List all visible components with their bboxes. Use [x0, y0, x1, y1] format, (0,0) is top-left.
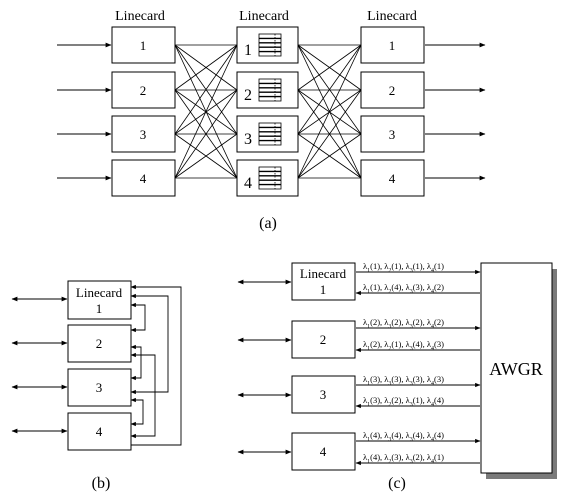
diagram-b: Linecard 1 2 3 4 (b) — [11, 280, 182, 492]
mesh-link — [174, 89, 238, 179]
linecard-label: 1 — [96, 301, 103, 316]
downlink-wavelength-label: λ1(2), λ2(1), λ3(4), λ4(3) — [363, 339, 444, 352]
buffer-queue-icon — [258, 33, 282, 57]
uplink-wavelength-label: λ1(2), λ3(2), λ3(2), λ4(2) — [363, 317, 444, 330]
awgr-label: AWGR — [489, 359, 543, 379]
caption-b: (b) — [92, 475, 111, 492]
mesh-link — [297, 44, 362, 91]
mesh-middle-right — [297, 44, 362, 179]
linecard-label: 3 — [140, 127, 147, 142]
middle-column-title: Linecard — [239, 9, 289, 24]
uplink-wavelength-label: λ1(4), λ3(4), λ3(4), λ4(4) — [363, 430, 444, 443]
uplink-wavelength-label: λ1(1), λ2(1), λ3(1), λ4(1) — [363, 261, 444, 274]
linecard-label: 1 — [140, 38, 147, 53]
mesh-link — [297, 133, 362, 179]
linecard-label: 1 — [244, 42, 252, 59]
mesh-link — [174, 44, 238, 179]
buffer-queue-icon — [258, 78, 282, 102]
mesh-link — [297, 44, 362, 135]
mesh-link — [174, 44, 238, 91]
linecard-label: 4 — [96, 424, 103, 439]
uplink-wavelength-label: λ1(3), λ3(3), λ3(3), λ4(3) — [363, 374, 444, 387]
linecard-label: 3 — [389, 127, 396, 142]
linecard-label: 2 — [389, 83, 396, 98]
linecard-label: 1 — [320, 282, 327, 297]
left-linecards: 1 2 3 4 — [111, 26, 176, 197]
linecard-label: 2 — [320, 332, 327, 347]
mesh-link — [174, 44, 238, 135]
buffer-queue-icon — [258, 122, 282, 146]
linecard-label: 1 — [389, 38, 396, 53]
buffer-queue-icon — [258, 166, 282, 190]
linecard-title: Linecard — [300, 266, 347, 281]
awgr-box — [480, 262, 553, 474]
ring-connections — [130, 284, 182, 446]
downlink-wavelength-label: λ1(1), λ2(4), λ3(3), λ4(2) — [363, 282, 444, 295]
caption-c: (c) — [388, 475, 406, 492]
linecard-label: 3 — [96, 380, 103, 395]
linecard-label: 2 — [96, 336, 103, 351]
mesh-link — [297, 44, 362, 179]
mesh-left-middle — [174, 44, 238, 179]
mesh-link — [297, 89, 362, 179]
linecard-label: 4 — [320, 444, 327, 459]
linecard-label: 4 — [140, 171, 147, 186]
linecard-label: 2 — [140, 83, 147, 98]
right-linecards: 1 2 3 4 — [360, 26, 425, 197]
right-column-title: Linecard — [367, 9, 417, 24]
diagram-c: AWGR Linecard 1 2 3 4 λ1(1), λ2(1), λ3(1… — [237, 261, 557, 492]
downlink-wavelength-label: λ1(3), λ2(2), λ3(1), λ4(4) — [363, 395, 444, 408]
mesh-link — [174, 133, 238, 179]
diagram-a: Linecard Linecard Linecard 1 2 3 4 1 — [57, 9, 486, 232]
wavelength-channels: λ1(1), λ2(1), λ3(1), λ4(1) λ1(1), λ2(4), … — [355, 261, 481, 466]
linecard-title: Linecard — [76, 285, 123, 300]
downlink-wavelength-label: λ1(4), λ2(3), λ3(2), λ4(1) — [363, 452, 444, 465]
linecard-label: 3 — [320, 387, 327, 402]
linecard-label: 4 — [244, 175, 252, 192]
linecard-label: 2 — [244, 87, 252, 104]
middle-linecards: 1 2 3 4 — [236, 26, 299, 197]
caption-a: (a) — [259, 215, 277, 232]
linecard-label: 3 — [244, 131, 252, 148]
left-column-title: Linecard — [115, 9, 165, 24]
linecard-label: 4 — [389, 171, 396, 186]
